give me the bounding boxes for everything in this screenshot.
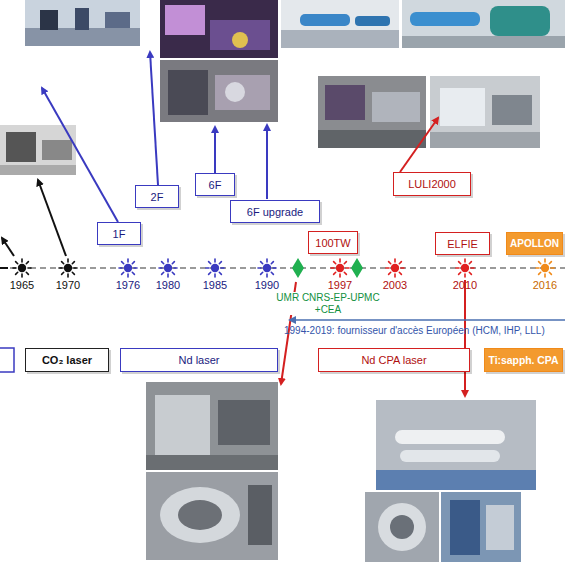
- pointer-arrow: [150, 52, 158, 185]
- year-marker: [159, 259, 177, 277]
- pointer-arrow: [464, 280, 466, 396]
- scroll-label: Ti:sapph. CPA: [484, 348, 563, 372]
- pointer-arrow: [38, 180, 66, 256]
- year-marker: [536, 259, 554, 277]
- label-text: LULI2000: [408, 178, 456, 190]
- scroll-label: 100TW: [308, 231, 358, 254]
- scroll-label: 6F: [195, 173, 235, 196]
- year-label: 2010: [453, 279, 477, 291]
- period-arrow: [290, 319, 565, 321]
- photo: [146, 472, 278, 560]
- year-label: 1985: [203, 279, 227, 291]
- label-text: 6F: [209, 179, 222, 191]
- scroll-label: 2F: [135, 185, 179, 208]
- scroll-label: Nd CPA laser: [318, 348, 470, 372]
- scroll-label: 1F: [97, 222, 141, 245]
- pointer-arrow: [2, 238, 14, 256]
- photo: [441, 492, 521, 562]
- year-marker: [119, 259, 137, 277]
- photo: [146, 382, 278, 470]
- year-marker: [13, 259, 31, 277]
- label-text: CO₂ laser: [42, 354, 92, 366]
- timeline-axis: [0, 267, 565, 269]
- scroll-label: Nd laser: [120, 348, 278, 372]
- period-note: 1994-2019: fournisseur d'accès Européen …: [284, 325, 545, 336]
- year-marker: [258, 259, 276, 277]
- label-text: Nd laser: [179, 354, 220, 366]
- label-text: APOLLON: [510, 238, 559, 249]
- year-label: 2003: [383, 279, 407, 291]
- label-text: 2F: [151, 191, 164, 203]
- label-text: Nd CPA laser: [361, 354, 426, 366]
- pointer-arrow: [42, 88, 118, 222]
- photo: [160, 60, 278, 122]
- label-text: 1F: [113, 228, 126, 240]
- label-text: ELFIE: [447, 238, 478, 250]
- milestone-diamond: [292, 258, 304, 278]
- year-label: 1970: [56, 279, 80, 291]
- pointer-arrow: [214, 127, 216, 174]
- year-label: 1990: [255, 279, 279, 291]
- label-text: 100TW: [315, 237, 350, 249]
- label-text: Ti:sapph. CPA: [488, 355, 558, 366]
- scroll-label: APOLLON: [506, 232, 563, 255]
- year-label: 1997: [328, 279, 352, 291]
- era-band: [0, 348, 14, 372]
- year-label: 1965: [10, 279, 34, 291]
- photo: [365, 492, 439, 562]
- pointer-arrow: [400, 118, 438, 172]
- year-marker: [59, 259, 77, 277]
- milestone-diamond: [351, 258, 363, 278]
- timeline-axis: [0, 267, 8, 269]
- scroll-label: LULI2000: [393, 172, 471, 196]
- year-label: 2016: [533, 279, 557, 291]
- scroll-label: CO₂ laser: [25, 348, 109, 372]
- scroll-label: ELFIE: [435, 232, 490, 255]
- photo: [430, 76, 540, 148]
- milestone-note: UMR CNRS-EP-UPMC +CEA: [276, 292, 380, 315]
- photo: [318, 76, 426, 148]
- year-marker: [456, 259, 474, 277]
- photo: [25, 0, 140, 46]
- year-label: 1976: [116, 279, 140, 291]
- photo: [402, 0, 565, 48]
- year-marker: [206, 259, 224, 277]
- year-marker: [386, 259, 404, 277]
- label-text: 6F upgrade: [247, 206, 303, 218]
- pointer-arrow: [266, 125, 268, 199]
- photo: [0, 125, 76, 175]
- year-marker: [331, 259, 349, 277]
- scroll-label: 6F upgrade: [230, 200, 320, 223]
- photo: [160, 0, 278, 58]
- year-label: 1980: [156, 279, 180, 291]
- photo: [376, 400, 536, 490]
- photo: [281, 0, 399, 48]
